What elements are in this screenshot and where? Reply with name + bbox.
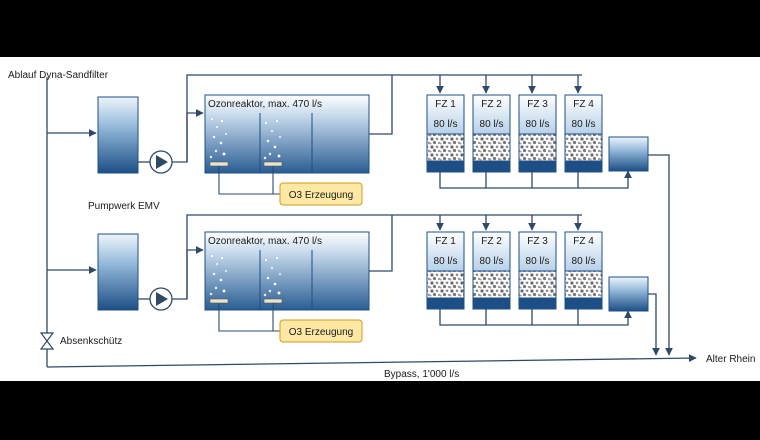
filter-flow: 80 l/s (526, 119, 550, 130)
outlet-tank-1 (608, 136, 649, 172)
ozone-generator-2-label: O3 Erzeugung (289, 327, 354, 338)
filter-name: FZ 1 (435, 99, 456, 110)
pump-icon (149, 150, 173, 174)
main-piping (46, 74, 697, 368)
ozone-generator-1 (279, 182, 363, 206)
filter-flow: 80 l/s (434, 119, 458, 130)
filter-row-1: FZ 1 80 l/s FZ 2 80 l/s FZ 3 80 l/s FZ 4 80 l/s (426, 94, 603, 173)
filter-name: FZ 2 (481, 236, 502, 247)
ozone-generator-1-label: O3 Erzeugung (289, 190, 354, 201)
reactor-1-label: Ozonreaktor, max. 470 l/s (208, 99, 322, 110)
valve-icon (39, 332, 55, 350)
filter-unit: FZ 1 80 l/s (426, 231, 465, 310)
filter-name: FZ 4 (573, 236, 594, 247)
pumpwork-label: Pumpwerk EMV (88, 201, 160, 212)
ozone-generator-2 (279, 319, 363, 343)
filter-name: FZ 2 (481, 99, 502, 110)
filter-flow: 80 l/s (434, 256, 458, 267)
outlet-label: Alter Rhein (706, 354, 755, 365)
filter-unit: FZ 3 80 l/s (518, 231, 557, 310)
valve-label: Absenkschütz (60, 336, 122, 347)
ozone-reactor-2 (204, 231, 370, 311)
outlet-tank-2 (608, 276, 649, 312)
filter-flow: 80 l/s (526, 256, 550, 267)
bypass-label: Bypass, 1'000 l/s (384, 369, 459, 380)
pump-icon (149, 287, 173, 311)
filter-unit: FZ 3 80 l/s (518, 94, 557, 173)
ozone-reactor-1 (204, 94, 370, 174)
process-diagram: FZ 1 80 l/s FZ 2 80 l/s FZ 3 80 l/s FZ 4 80 l/s… (0, 57, 760, 381)
filter-flow: 80 l/s (572, 256, 596, 267)
reactor-2-label: Ozonreaktor, max. 470 l/s (208, 236, 322, 247)
filter-flow: 80 l/s (480, 119, 504, 130)
filter-flow: 80 l/s (572, 119, 596, 130)
filter-unit: FZ 2 80 l/s (472, 231, 511, 310)
inlet-label: Ablauf Dyna-Sandfilter (8, 70, 109, 81)
pump-tank-1 (97, 96, 139, 174)
filter-name: FZ 1 (435, 236, 456, 247)
bubbles (209, 254, 282, 297)
filter-flow: 80 l/s (480, 256, 504, 267)
filter-name: FZ 4 (573, 99, 594, 110)
filter-name: FZ 3 (527, 236, 548, 247)
filter-unit: FZ 4 80 l/s (564, 94, 603, 173)
pump-tank-2 (97, 233, 139, 311)
filter-name: FZ 3 (527, 99, 548, 110)
ozone-supply-lines (218, 166, 280, 332)
filter-unit: FZ 2 80 l/s (472, 94, 511, 173)
filter-row-2: FZ 1 80 l/s FZ 2 80 l/s FZ 3 80 l/s FZ 4 80 l/s (426, 231, 603, 310)
bubbles (209, 117, 282, 160)
filter-unit: FZ 4 80 l/s (564, 231, 603, 310)
process-diagram-svg: FZ 1 80 l/s FZ 2 80 l/s FZ 3 80 l/s FZ 4 80 l/s… (8, 70, 755, 380)
filter-unit: FZ 1 80 l/s (426, 94, 465, 173)
